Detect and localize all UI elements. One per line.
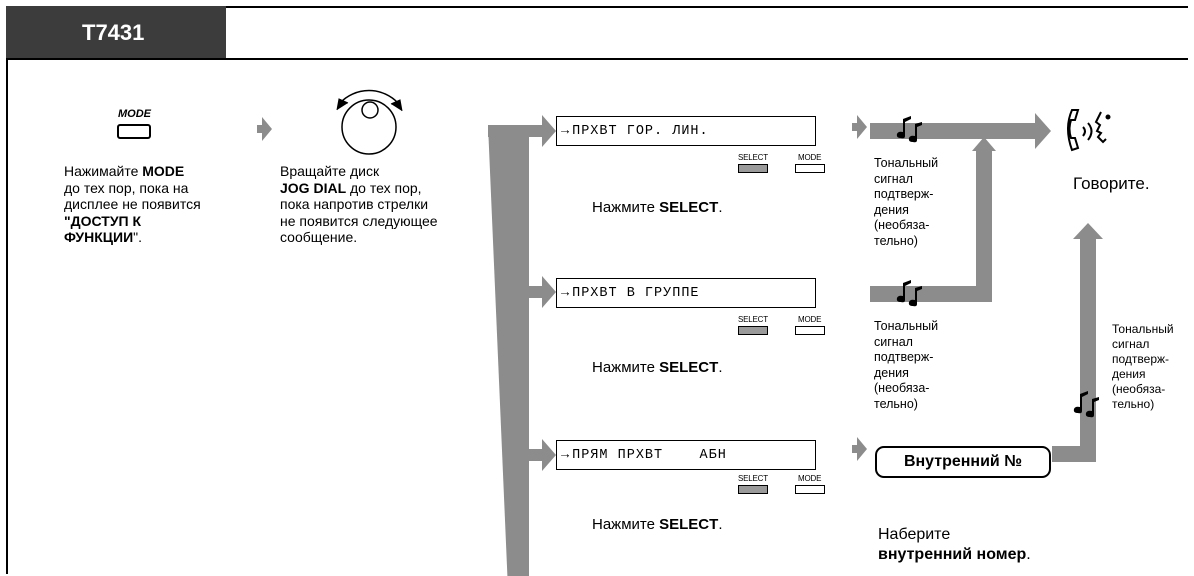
extension-number-button[interactable]: Внутренний № <box>875 446 1051 478</box>
lcd-arrow: → <box>561 447 571 463</box>
dial-suffix: . <box>1026 546 1031 563</box>
mode-line-5a: ФУНКЦИИ <box>64 229 134 245</box>
arrow-head-talk <box>1035 113 1051 149</box>
press-select-key: SELECT <box>659 359 719 376</box>
lcd-display-3: →ПРЯМ ПРХВТ АБН <box>556 440 816 470</box>
press-select-prefix: Нажмите <box>592 516 660 533</box>
jog-line-4: не появится следующее <box>280 212 438 229</box>
tone-line: дения <box>874 365 909 380</box>
select-key[interactable] <box>738 485 768 494</box>
lcd-arrow: → <box>561 285 571 301</box>
tone-line: дения <box>1112 367 1146 381</box>
press-select-key: SELECT <box>659 516 719 533</box>
press-select-2: Нажмите SELECT. <box>592 359 723 377</box>
select-key[interactable] <box>738 326 768 335</box>
arrow-to-display-3 <box>508 439 556 471</box>
tone-line: Тональный <box>874 156 939 170</box>
jog-dial-icon <box>336 89 403 155</box>
step-jog-text: Вращайте диск JOG DIAL до тех пор, пока … <box>280 163 438 246</box>
music-note-icon <box>896 116 1099 418</box>
diagram-frame <box>6 6 1188 574</box>
tone-caption-2: Тональный сигнал подтверж- дения (необяз… <box>874 319 938 412</box>
select-key[interactable] <box>738 164 768 173</box>
select-key-label: SELECT <box>738 153 768 162</box>
mode-line-3: дисплее не появится <box>64 196 201 212</box>
mode-line-2: до тех пор, пока на <box>64 179 189 196</box>
tone-line: (необяза- <box>874 218 930 232</box>
select-key-label: SELECT <box>738 474 768 483</box>
arrow-to-display-1 <box>508 115 556 147</box>
jog-line-3: пока напротив стрелки <box>280 196 429 212</box>
mode-softkey[interactable] <box>795 326 825 335</box>
jog-line-2b: до тех пор, <box>346 179 422 196</box>
arrow-to-extension <box>852 437 867 461</box>
lcd-text: ПРХВТ ГОР. ЛИН. <box>572 123 709 139</box>
arrow-line-1 <box>870 123 1040 139</box>
lcd-display-2: →ПРХВТ В ГРУППЕ <box>556 278 816 308</box>
tone-line: подтверж- <box>1112 352 1170 366</box>
mode-line-1a: Нажимайте <box>64 163 143 179</box>
model-label: T7431 <box>82 20 145 45</box>
select-key-label: SELECT <box>738 315 768 324</box>
arrow-line-2 <box>870 286 992 302</box>
arrow-to-display-2 <box>508 276 556 308</box>
press-select-key: SELECT <box>659 199 719 216</box>
talk-label: Говорите. <box>1073 174 1150 193</box>
model-tab: T7431 <box>6 6 226 60</box>
tone-line: сигнал <box>874 171 913 186</box>
lcd-text: ПРХВТ В ГРУППЕ <box>572 285 700 301</box>
arrow-display1-to-tone <box>852 115 867 139</box>
tone-caption-3: Тональный сигнал подтверж- дения (необяз… <box>1112 322 1174 412</box>
tone-line: тельно) <box>874 233 918 248</box>
mode-softkey[interactable] <box>795 485 825 494</box>
lcd-arrow: → <box>561 123 571 139</box>
press-select-suffix: . <box>718 516 723 533</box>
press-select-1: Нажмите SELECT. <box>592 199 723 217</box>
flow-arrows <box>257 113 1103 576</box>
mode-line-5b: ". <box>133 229 142 245</box>
arrow-head-rise-3 <box>1073 223 1103 239</box>
tone-line: (необяза- <box>874 381 930 395</box>
mode-line-4: "ДОСТУП К <box>64 212 142 229</box>
jog-line-5: сообщение. <box>280 229 358 245</box>
arrow-rise-3 <box>1080 238 1096 462</box>
lcd-display-1: →ПРХВТ ГОР. ЛИН. <box>556 116 816 146</box>
tone-line: дения <box>874 202 909 217</box>
handset-talking-icon <box>1067 109 1111 152</box>
header-rule <box>6 58 1188 60</box>
mode-key-label: MODE <box>118 108 151 120</box>
tone-line: тельно) <box>874 396 918 411</box>
mode-key-icon <box>117 124 151 139</box>
tone-line: сигнал <box>1112 337 1150 351</box>
tone-line: подтверж- <box>874 187 934 201</box>
press-select-3: Нажмите SELECT. <box>592 516 723 534</box>
press-select-suffix: . <box>718 359 723 376</box>
mode-softkey-label: MODE <box>798 474 822 483</box>
tone-line: подтверж- <box>874 350 934 364</box>
dial-caption: Наберите внутренний номер. <box>878 525 1031 565</box>
mode-softkey-label: MODE <box>798 315 822 324</box>
mode-line-1b: MODE <box>142 163 185 179</box>
press-select-prefix: Нажмите <box>592 199 660 216</box>
press-select-prefix: Нажмите <box>592 359 660 376</box>
tone-line: Тональный <box>1112 322 1174 336</box>
tone-line: (необяза- <box>1112 382 1166 396</box>
tone-line: Тональный <box>874 319 939 333</box>
press-select-suffix: . <box>718 199 723 216</box>
step-mode-text: Нажимайте MODE до тех пор, пока на диспл… <box>64 163 201 246</box>
arrow-head-rise-2 <box>972 137 996 151</box>
lcd-text: ПРЯМ ПРХВТ АБН <box>572 447 727 463</box>
arrow-rise-2 <box>976 150 992 302</box>
dial-line-2: внутренний номер <box>878 546 1027 563</box>
tone-line: тельно) <box>1112 397 1155 411</box>
mode-softkey[interactable] <box>795 164 825 173</box>
jog-line-2a: JOG DIAL <box>280 179 347 196</box>
jog-line-1: Вращайте диск <box>280 163 380 179</box>
arrow-mode-to-jog <box>257 117 272 141</box>
tone-caption-1: Тональный сигнал подтверж- дения (необяз… <box>874 156 938 249</box>
tone-line: сигнал <box>874 334 913 349</box>
mode-softkey-label: MODE <box>798 153 822 162</box>
dial-line-1: Наберите <box>878 526 951 543</box>
